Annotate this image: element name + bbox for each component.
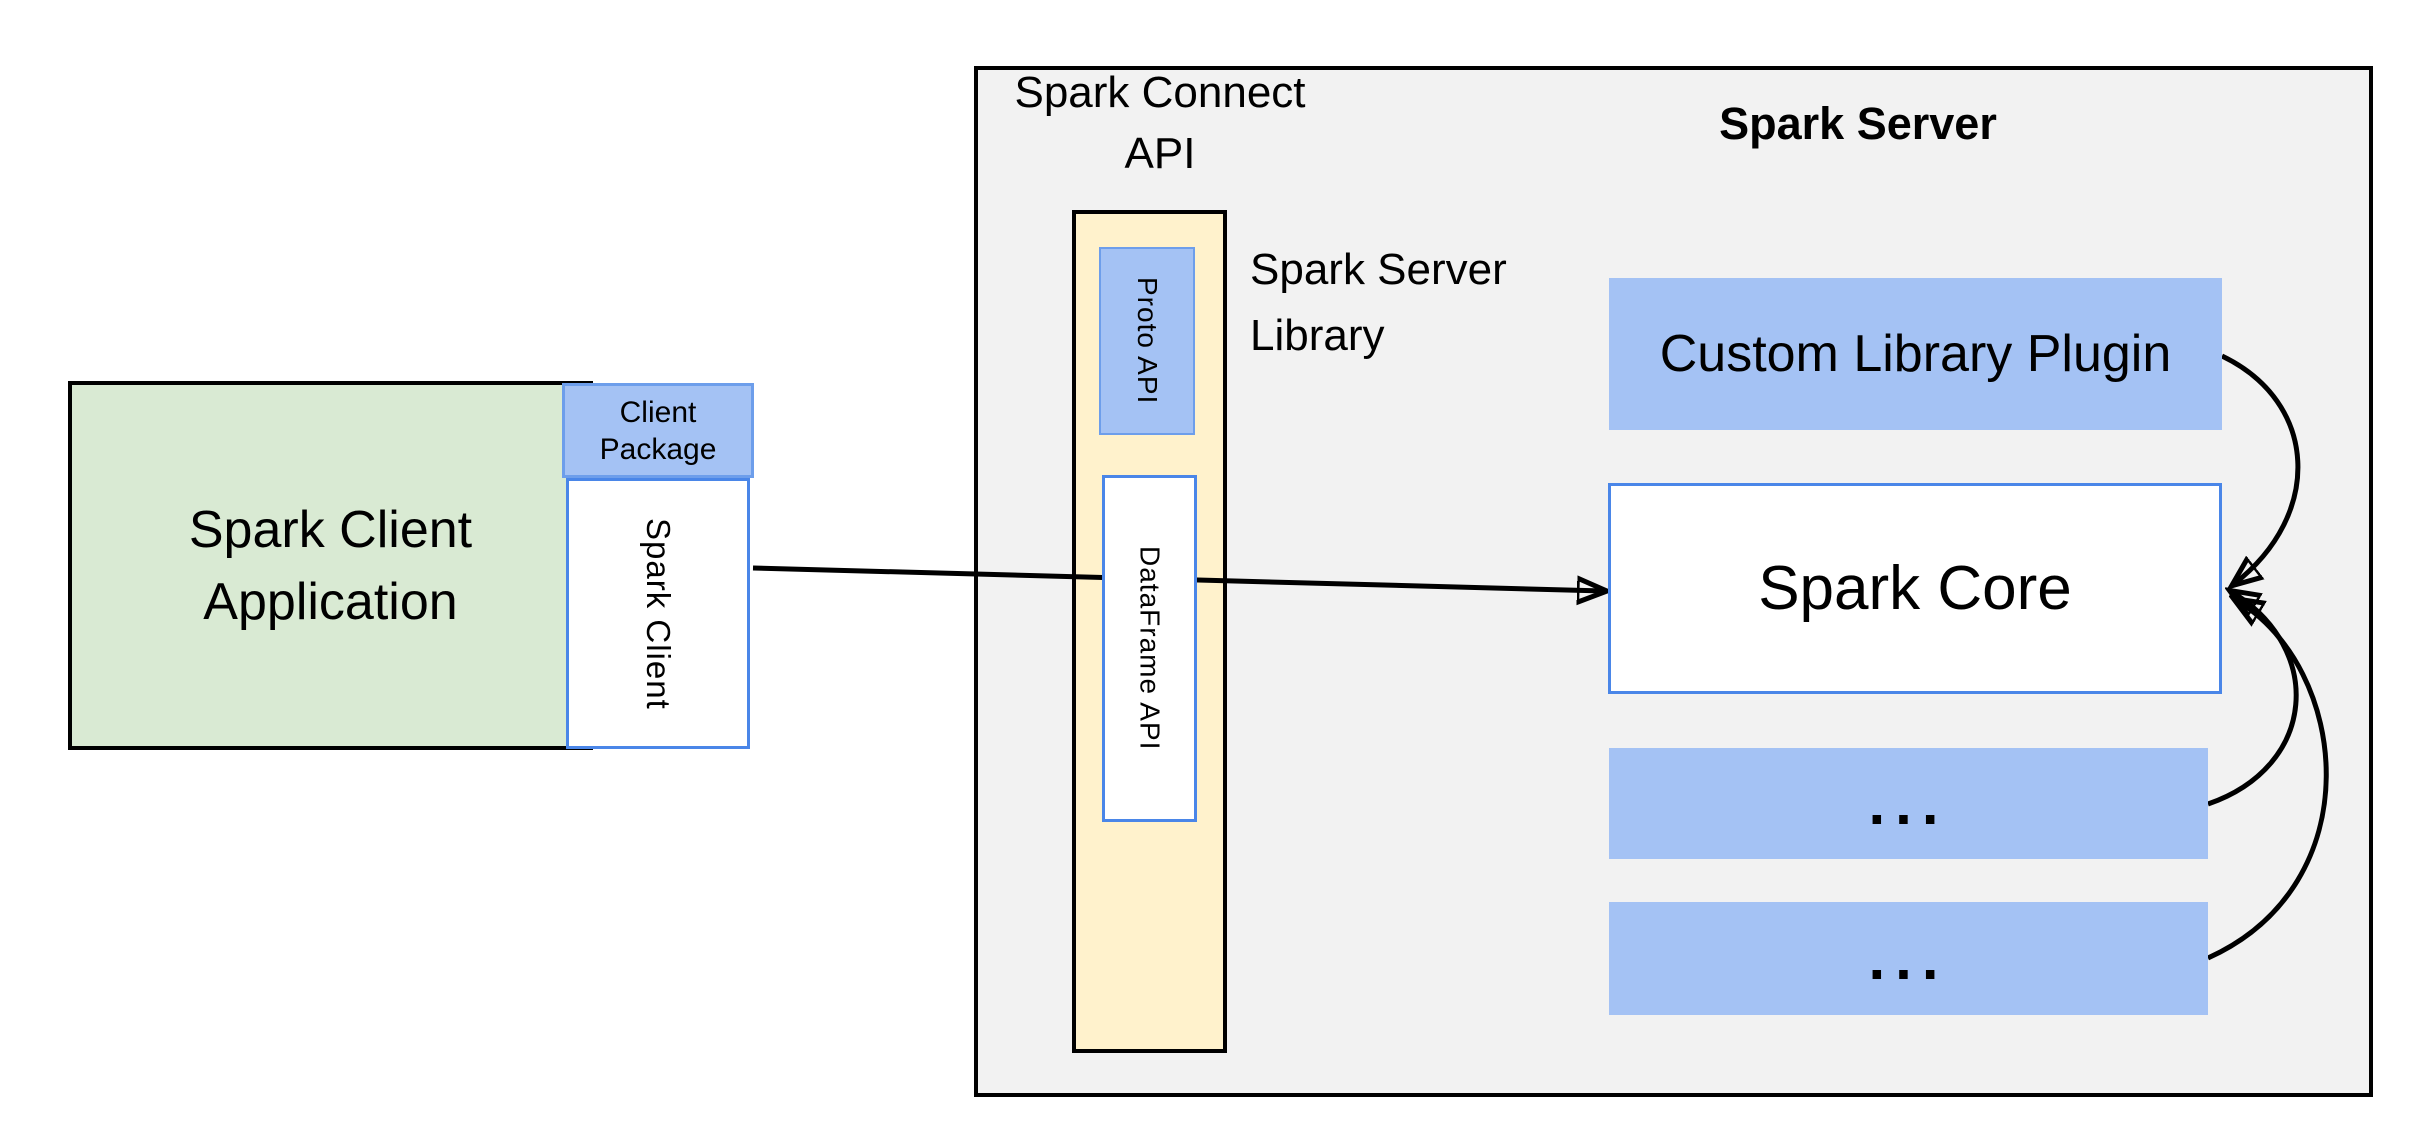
spark-core-label: Spark Core: [1758, 554, 2072, 623]
plugin-slot-box-2: ...: [1609, 902, 2208, 1015]
client-application-box: Spark Client Application: [68, 381, 593, 750]
dataframe-api-label: DataFrame API: [1134, 546, 1166, 751]
spark-core-box: Spark Core: [1608, 483, 2222, 694]
proto-api-label: Proto API: [1132, 277, 1163, 405]
plugin-slot-box-1: ...: [1609, 748, 2208, 859]
spark-server-library-caption: Spark Server Library: [1250, 245, 1507, 360]
plugin-slot-label-1: ...: [1868, 770, 1949, 837]
client-package-label: Client Package: [599, 395, 717, 466]
proto-api-box: Proto API: [1099, 247, 1195, 435]
custom-library-plugin-label: Custom Library Plugin: [1659, 325, 2172, 383]
spark-client-label: Spark Client: [640, 517, 677, 710]
dataframe-api-box: DataFrame API: [1102, 475, 1197, 822]
spark-server-title: Spark Server: [1719, 98, 1997, 149]
spark-client-box: Spark Client: [566, 478, 750, 749]
client-package-box: Client Package: [562, 383, 754, 478]
client-application-label: Spark Client Application: [188, 500, 473, 631]
custom-library-plugin-box: Custom Library Plugin: [1609, 278, 2222, 430]
plugin-slot-label-2: ...: [1868, 925, 1949, 992]
connect-api-title: Spark Connect API: [1014, 68, 1306, 178]
